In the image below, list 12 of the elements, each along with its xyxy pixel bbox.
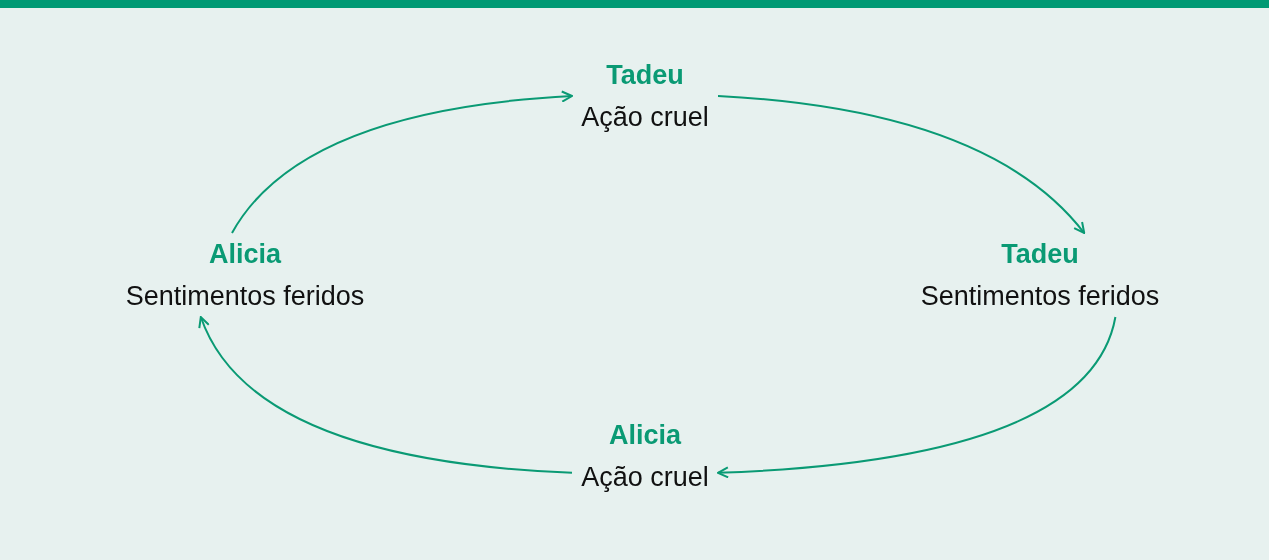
curved-arrow xyxy=(199,316,573,474)
person-name: Alicia xyxy=(608,419,681,452)
person-name: Tadeu xyxy=(606,59,684,92)
curved-arrow xyxy=(717,95,1086,234)
person-name: Tadeu xyxy=(1001,238,1079,271)
curved-arrow xyxy=(231,90,573,234)
node-text: Sentimentos feridos xyxy=(125,280,365,313)
node-text: Ação cruel xyxy=(581,461,709,494)
node-text: Sentimentos feridos xyxy=(920,280,1160,313)
node-text: Ação cruel xyxy=(581,101,709,134)
person-name: Alicia xyxy=(208,238,281,271)
curved-arrow xyxy=(717,316,1117,479)
